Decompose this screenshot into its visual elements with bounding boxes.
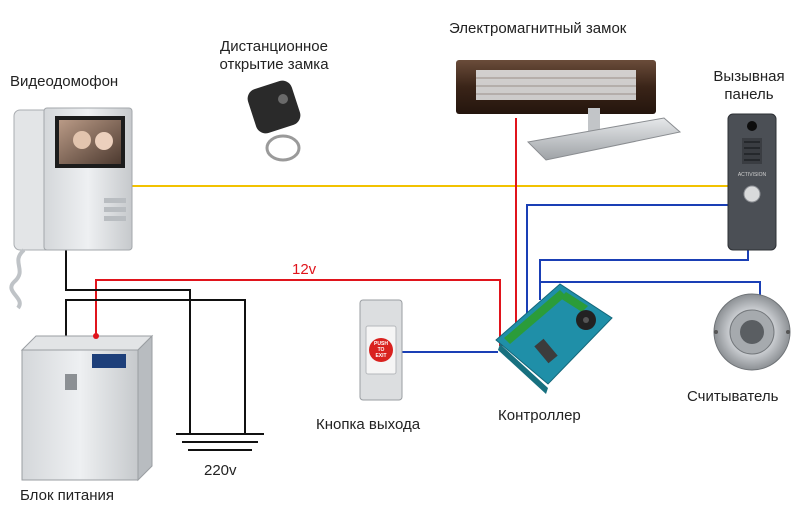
power-wire-12v: [95, 118, 517, 346]
signal-wires: [402, 204, 761, 353]
label-call-panel-line1: Вызывная: [713, 68, 785, 85]
exit-button-face-text: EXIT: [375, 353, 386, 359]
fob-keyring: [265, 134, 301, 162]
controller-board-edge: [498, 344, 548, 394]
fob-body: [247, 80, 301, 134]
videophone-button: [104, 198, 126, 203]
exit-button-red-circle: [369, 338, 393, 362]
controller-device: [495, 283, 613, 394]
videophone-button: [104, 207, 126, 212]
label-maglock: Электромагнитный замок: [449, 20, 627, 37]
reader-contact: [740, 320, 764, 344]
videophone-ground-wire: [65, 250, 191, 434]
fob-button: [278, 94, 288, 104]
power-supply-display: [92, 354, 126, 368]
reader-signal-wire: [540, 281, 761, 296]
buzzer-hole: [583, 317, 589, 323]
power-ground-wire: [65, 299, 246, 434]
label-videophone: Видеодомофон: [10, 73, 119, 90]
maglock-face: [476, 70, 636, 100]
handset-cord: [9, 248, 26, 310]
ground-wires: [65, 250, 264, 451]
label-220v: 220v: [204, 462, 237, 479]
screen-face-left: [73, 131, 91, 149]
power-supply-device: [20, 333, 154, 482]
power-supply-front: [21, 349, 139, 481]
call-panel-lower-wire: [539, 250, 749, 300]
armature-plate: [526, 117, 682, 161]
call-panel-camera-icon: [747, 121, 757, 131]
videophone-button: [104, 216, 126, 221]
label-reader: Считыватель: [687, 388, 779, 405]
videophone-device: [9, 107, 133, 310]
label-exit-button: Кнопка выхода: [316, 416, 421, 433]
screen-face-right: [95, 132, 113, 150]
label-remote-opening: Дистанционное открытие замка: [194, 38, 354, 74]
terminal-block-green: [560, 292, 588, 312]
reader-device: [713, 293, 791, 371]
power-supply-vent: [65, 374, 77, 390]
power-supply-top: [20, 335, 154, 351]
reader-screw: [714, 330, 718, 334]
terminal-block-green: [504, 290, 566, 344]
label-power-supply: Блок питания: [20, 487, 114, 504]
label-call-panel-line2: панель: [724, 86, 774, 103]
controller-chip: [534, 338, 558, 364]
maglock-device: [456, 60, 682, 161]
power-supply-terminal: [93, 333, 99, 339]
power-supply-side: [137, 334, 153, 482]
label-12v: 12v: [292, 261, 317, 278]
reader-screw: [786, 330, 790, 334]
call-panel-signal-wire: [526, 204, 735, 330]
call-panel-speaker: [742, 138, 762, 164]
call-panel-brand: ACTIVISION: [738, 172, 767, 178]
exit-button-face-text: PUSH: [374, 341, 388, 347]
label-call-panel: Вызывная панель: [702, 68, 796, 104]
exit-button-face-text: TO: [378, 347, 385, 353]
label-controller: Контроллер: [498, 407, 581, 424]
label-remote-line1: Дистанционное: [220, 38, 328, 55]
label-remote-line2: открытие замка: [219, 56, 329, 73]
remote-fob-device: [247, 80, 301, 162]
call-panel-body: [727, 113, 777, 251]
call-button: [743, 185, 761, 203]
call-panel-device: ACTIVISION: [727, 113, 777, 251]
exit-button-device: PUSH TO EXIT: [359, 299, 403, 401]
